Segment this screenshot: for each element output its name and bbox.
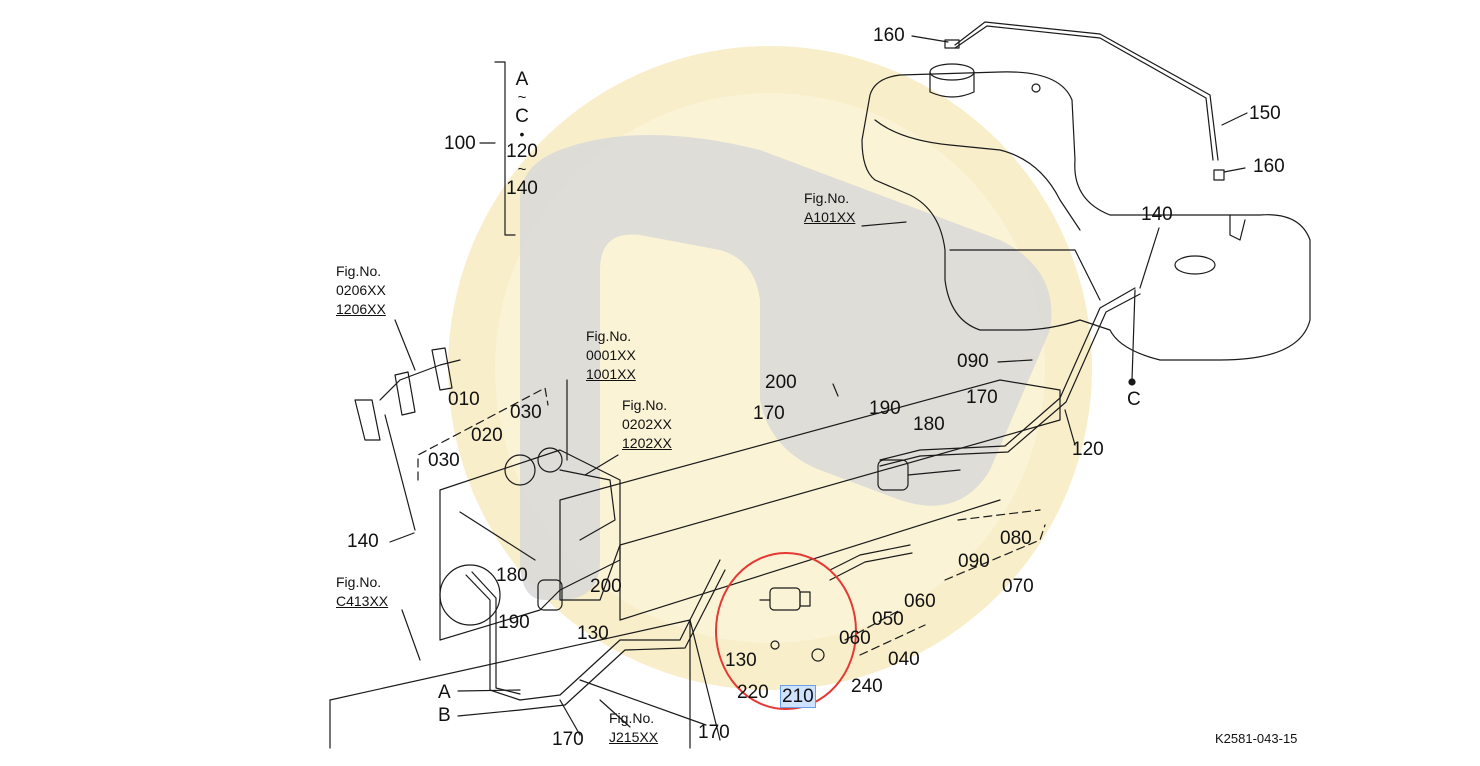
figure-ref-c413xx[interactable]: Fig.No. C413XX xyxy=(336,574,389,609)
part-label-220[interactable]: 220 xyxy=(737,682,769,703)
part-label-140[interactable]: 140 xyxy=(1141,204,1173,225)
part-label-100[interactable]: 100 xyxy=(444,133,476,154)
part-label-170[interactable]: 170 xyxy=(753,403,785,424)
part-label-030[interactable]: 030 xyxy=(428,450,460,471)
part-label-170[interactable]: 170 xyxy=(552,729,584,750)
group-brackets xyxy=(417,387,1046,656)
part-label-090[interactable]: 090 xyxy=(957,351,989,372)
range-start-2: 120 xyxy=(506,141,538,162)
highlight-ring xyxy=(715,552,857,710)
part-label-140[interactable]: 140 xyxy=(347,531,379,552)
part-label-160[interactable]: 160 xyxy=(1253,156,1285,177)
figure-ref-j215xx[interactable]: Fig.No. J215XX xyxy=(609,710,659,745)
range-start: A xyxy=(515,69,529,90)
part-label-030[interactable]: 030 xyxy=(510,402,542,423)
engine-drawing xyxy=(439,447,621,641)
breather-pipe-drawing xyxy=(944,21,1225,181)
part-label-190[interactable]: 190 xyxy=(869,398,901,419)
drawing-code: K2581-043-15 xyxy=(1215,731,1298,746)
part-label-080[interactable]: 080 xyxy=(1000,528,1032,549)
leader-lines xyxy=(389,35,1248,736)
part-label-190[interactable]: 190 xyxy=(498,612,530,633)
part-label-b[interactable]: B xyxy=(438,705,451,726)
part-label-050[interactable]: 050 xyxy=(872,609,904,630)
figure-ref-0202xx[interactable]: Fig.No. 0202XX 1202XX xyxy=(622,397,672,451)
part-label-130[interactable]: 130 xyxy=(725,650,757,671)
fuel-tank-drawing xyxy=(861,63,1311,361)
part-label-200[interactable]: 200 xyxy=(590,576,622,597)
part-label-a[interactable]: A xyxy=(438,682,451,703)
watermark-logo xyxy=(448,46,1092,690)
range-end-2: 140 xyxy=(506,178,538,199)
part-label-090[interactable]: 090 xyxy=(958,551,990,572)
part-label-020[interactable]: 020 xyxy=(471,425,503,446)
part-label-150[interactable]: 150 xyxy=(1249,103,1281,124)
figure-ref-0206xx[interactable]: Fig.No. 0206XX 1206XX xyxy=(336,263,386,317)
part-label-070[interactable]: 070 xyxy=(1002,576,1034,597)
group-range-label: A ~ C • 120 ~ 140 xyxy=(500,68,544,200)
range-end: C xyxy=(515,106,529,127)
fuel-pump-drawing xyxy=(759,459,961,662)
part-label-040[interactable]: 040 xyxy=(888,649,920,670)
range-tilde: ~ xyxy=(517,89,527,106)
part-label-180[interactable]: 180 xyxy=(496,565,528,586)
range-tilde-2: ~ xyxy=(517,161,527,178)
part-label-240[interactable]: 240 xyxy=(851,676,883,697)
figure-ref-0001xx[interactable]: Fig.No. 0001XX 1001XX xyxy=(586,328,636,382)
part-label-010[interactable]: 010 xyxy=(448,389,480,410)
part-label-130[interactable]: 130 xyxy=(577,623,609,644)
part-label-170[interactable]: 170 xyxy=(966,387,998,408)
lower-filter-drawing xyxy=(465,559,726,711)
part-label-210-highlighted[interactable]: 210 xyxy=(780,685,816,708)
part-label-160[interactable]: 160 xyxy=(873,25,905,46)
injectors-drawing xyxy=(354,347,461,531)
range-bullet: • xyxy=(519,126,525,142)
part-label-c[interactable]: C xyxy=(1127,389,1141,410)
figure-ref-a101xx[interactable]: Fig.No. A101XX xyxy=(804,190,856,225)
part-label-170[interactable]: 170 xyxy=(698,722,730,743)
part-label-180[interactable]: 180 xyxy=(913,414,945,435)
part-label-060[interactable]: 060 xyxy=(904,591,936,612)
part-label-120[interactable]: 120 xyxy=(1072,439,1104,460)
part-label-200[interactable]: 200 xyxy=(765,372,797,393)
part-label-060[interactable]: 060 xyxy=(839,628,871,649)
